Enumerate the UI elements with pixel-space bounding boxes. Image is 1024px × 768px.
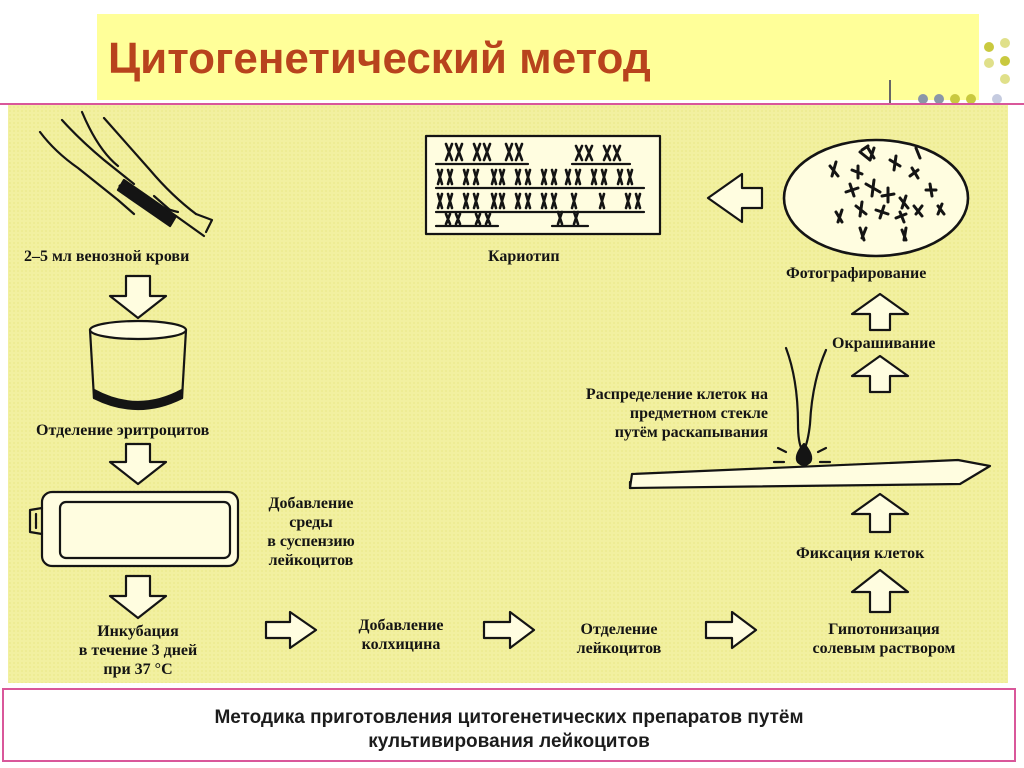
label-staining: Окрашивание — [832, 335, 936, 352]
arrow-down-icon — [108, 442, 168, 486]
label-medium-line: среды — [289, 514, 333, 531]
label-erythrocytes: Отделение эритроцитов — [36, 422, 210, 439]
decorative-dot — [1000, 38, 1010, 48]
culture-flask-icon — [28, 490, 240, 568]
label-medium-line: Добавление — [268, 495, 354, 512]
arrow-up-icon — [850, 292, 910, 332]
arrow-left-icon — [706, 172, 764, 224]
decorative-dot — [984, 42, 994, 52]
slide-title: Цитогенетический метод — [108, 34, 651, 83]
arrow-down-icon — [108, 574, 168, 620]
decorative-dot — [1000, 56, 1010, 66]
arrow-right-icon — [704, 610, 758, 650]
metaphase-plate-icon — [782, 138, 970, 258]
label-fixation: Фиксация клеток — [796, 545, 925, 562]
label-colchicine-line: колхицина — [361, 636, 441, 653]
label-incubation-line: при 37 °С — [103, 661, 173, 678]
label-incubation-line: Инкубация — [97, 623, 179, 640]
arrow-right-icon — [264, 610, 318, 650]
label-spreading-line: Распределение клеток на — [585, 386, 768, 403]
label-incubation: Инкубация в течение 3 дней при 37 °С — [40, 622, 236, 679]
label-spreading-line: путём раскапывания — [614, 424, 768, 441]
syringe-arm-icon — [38, 110, 214, 238]
label-blood: 2–5 мл венозной крови — [24, 248, 190, 265]
karyotype-chart-icon — [424, 134, 662, 236]
label-leukocytes-line: Отделение — [580, 621, 658, 638]
label-spreading: Распределение клеток на предметном стекл… — [478, 385, 768, 442]
microscope-slide-icon — [628, 458, 992, 490]
decorative-dot — [934, 94, 944, 104]
label-colchicine-line: Добавление — [358, 617, 444, 634]
beaker-icon — [88, 319, 188, 411]
decorative-dot — [918, 94, 928, 104]
decorative-dot — [984, 58, 994, 68]
decorative-dot — [1000, 74, 1010, 84]
decorative-dot — [966, 94, 976, 104]
label-medium-line: в суспензию — [267, 533, 355, 550]
label-hypotonization-line: Гипотонизация — [828, 621, 940, 638]
decorative-dot — [950, 94, 960, 104]
label-leukocytes: Отделение лейкоцитов — [544, 620, 694, 658]
label-spreading-line: предметном стекле — [629, 405, 768, 422]
arrow-right-icon — [482, 610, 536, 650]
label-incubation-line: в течение 3 дней — [78, 642, 198, 659]
caption-line-1: Методика приготовления цитогенетических … — [214, 707, 804, 728]
label-medium: Добавление среды в суспензию лейкоцитов — [236, 494, 386, 570]
label-karyotype: Кариотип — [488, 248, 560, 265]
pipette-icon — [772, 346, 832, 478]
label-photographing: Фотографирование — [786, 265, 927, 282]
label-leukocytes-line: лейкоцитов — [576, 640, 662, 657]
title-band — [97, 14, 979, 100]
decorative-divider — [889, 80, 891, 104]
label-colchicine: Добавление колхицина — [326, 616, 476, 654]
caption-box: Методика приготовления цитогенетических … — [2, 688, 1016, 762]
arrow-up-icon — [850, 568, 910, 614]
arrow-down-icon — [108, 274, 168, 320]
caption: Методика приготовления цитогенетических … — [4, 706, 1014, 754]
top-rule — [0, 103, 1024, 105]
arrow-up-icon — [850, 492, 910, 534]
label-medium-line: лейкоцитов — [268, 552, 354, 569]
label-hypotonization: Гипотонизация солевым раствором — [768, 620, 1000, 658]
decorative-dot — [992, 94, 1002, 104]
arrow-up-icon — [850, 354, 910, 394]
label-hypotonization-line: солевым раствором — [812, 640, 956, 657]
caption-line-2: культивирования лейкоцитов — [368, 731, 650, 752]
